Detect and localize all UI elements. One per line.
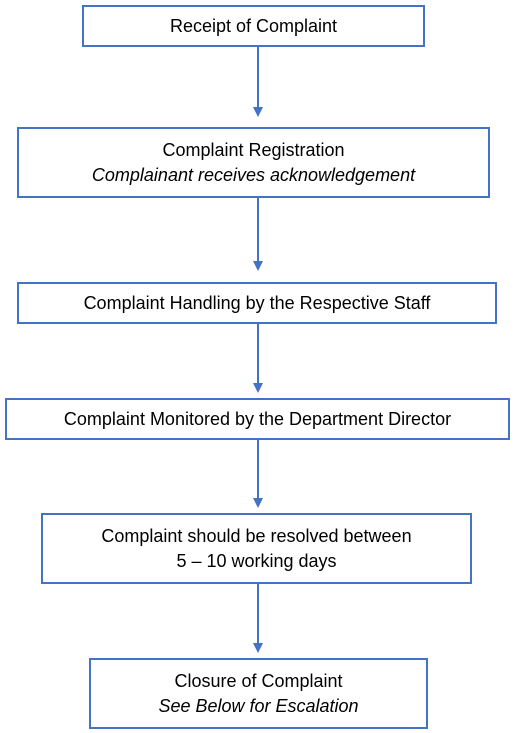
- step-receipt-of-complaint: Receipt of Complaint: [82, 5, 425, 47]
- step-title: Complaint should be resolved between: [101, 525, 412, 546]
- step-title: Receipt of Complaint: [169, 15, 338, 36]
- step-complaint-resolution: Complaint should be resolved between 5 –…: [41, 513, 472, 584]
- step-title: Complaint Registration: [162, 139, 345, 160]
- step-subtitle: Complainant receives acknowledgement: [91, 164, 416, 185]
- step-complaint-handling: Complaint Handling by the Respective Sta…: [17, 282, 497, 324]
- step-detail: 5 – 10 working days: [176, 550, 337, 571]
- step-closure-of-complaint: Closure of Complaint See Below for Escal…: [89, 658, 428, 729]
- step-complaint-monitored: Complaint Monitored by the Department Di…: [5, 398, 510, 440]
- step-complaint-registration: Complaint Registration Complainant recei…: [17, 127, 490, 198]
- step-title: Complaint Handling by the Respective Sta…: [83, 292, 431, 313]
- step-subtitle: See Below for Escalation: [158, 695, 359, 716]
- step-title: Complaint Monitored by the Department Di…: [63, 408, 452, 429]
- step-title: Closure of Complaint: [174, 670, 343, 691]
